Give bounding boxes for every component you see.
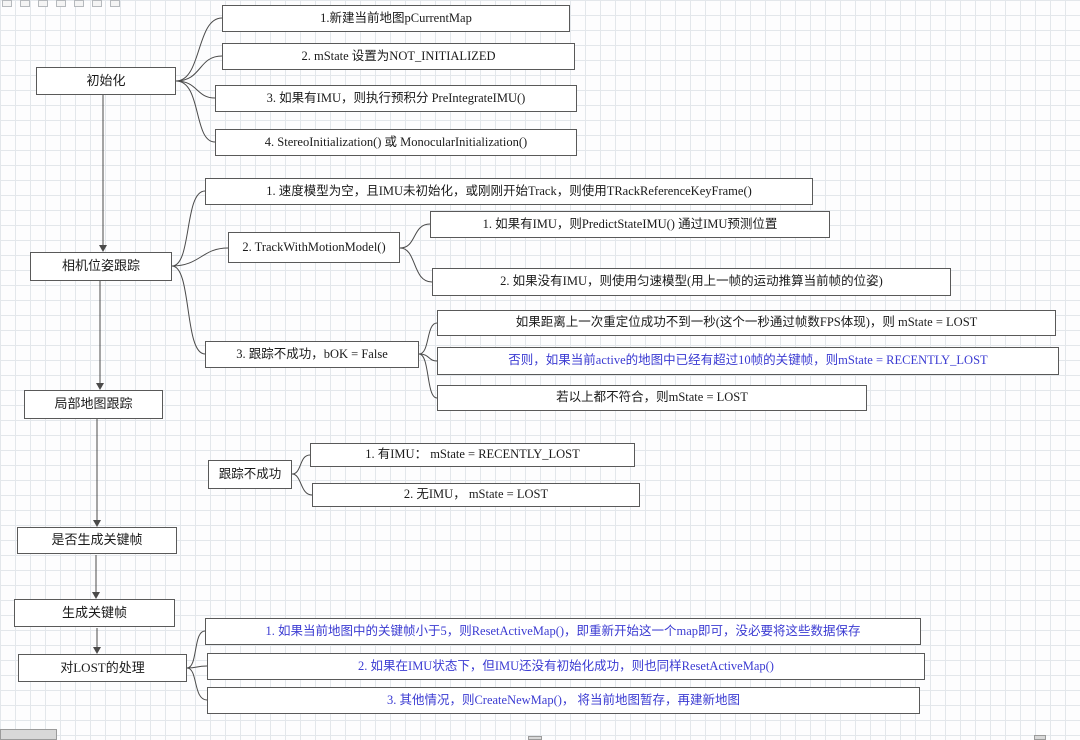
node-keyframe-generation[interactable]: 生成关键帧 [14, 599, 175, 627]
node-lost-case-create-new-map[interactable]: 3. 其他情况，则CreateNewMap()， 将当前地图暂存，再建新地图 [207, 687, 920, 714]
node-initialization[interactable]: 初始化 [36, 67, 176, 95]
node-lost-case-imu-not-init[interactable]: 2. 如果在IMU状态下，但IMU还没有初始化成功，则也同样ResetActiv… [207, 653, 925, 680]
node-lost-case-reset-active-map[interactable]: 1. 如果当前地图中的关键帧小于5，则ResetActiveMap()，即重新开… [205, 618, 921, 645]
node-track-reference-keyframe[interactable]: 1. 速度模型为空，且IMU未初始化，或刚刚开始Track，则使用TRackRe… [205, 178, 813, 205]
canvas-edge-artifact [2, 0, 12, 7]
node-init-step-1[interactable]: 1.新建当前地图pCurrentMap [222, 5, 570, 32]
canvas-edge-artifact [92, 0, 102, 7]
canvas-edge-artifact [0, 729, 57, 740]
canvas-edge-artifact [38, 0, 48, 7]
node-localmap-fail[interactable]: 跟踪不成功 [208, 460, 292, 489]
node-keyframe-decision[interactable]: 是否生成关键帧 [17, 527, 177, 554]
node-camera-pose-tracking[interactable]: 相机位姿跟踪 [30, 252, 172, 281]
node-bok-case-default-lost[interactable]: 若以上都不符合，则mState = LOST [437, 385, 867, 411]
arrowheads [92, 245, 107, 654]
node-tracking-failed-bok[interactable]: 3. 跟踪不成功，bOK = False [205, 341, 419, 368]
canvas-edge-artifact [56, 0, 66, 7]
node-lost-handling[interactable]: 对LOST的处理 [18, 654, 187, 682]
node-localmap-fail-imu[interactable]: 1. 有IMU： mState = RECENTLY_LOST [310, 443, 635, 467]
node-init-step-3[interactable]: 3. 如果有IMU，则执行预积分 PreIntegrateIMU() [215, 85, 577, 112]
canvas-edge-artifact [528, 736, 542, 740]
node-bok-case-lost[interactable]: 如果距离上一次重定位成功不到一秒(这个一秒通过帧数FPS体现)，则 mState… [437, 310, 1056, 336]
canvas-edge-artifact [20, 0, 30, 7]
node-track-with-motion-model[interactable]: 2. TrackWithMotionModel() [228, 232, 400, 263]
node-local-map-tracking[interactable]: 局部地图跟踪 [24, 390, 163, 419]
node-init-step-4[interactable]: 4. StereoInitialization() 或 MonocularIni… [215, 129, 577, 156]
canvas-edge-artifact [74, 0, 84, 7]
node-motion-model-no-imu[interactable]: 2. 如果没有IMU，则使用匀速模型(用上一帧的运动推算当前帧的位姿) [432, 268, 951, 296]
node-localmap-fail-no-imu[interactable]: 2. 无IMU， mState = LOST [312, 483, 640, 507]
node-bok-case-recently-lost[interactable]: 否则，如果当前active的地图中已经有超过10帧的关键帧，则mState = … [437, 347, 1059, 375]
node-init-step-2[interactable]: 2. mState 设置为NOT_INITIALIZED [222, 43, 575, 70]
node-motion-model-imu[interactable]: 1. 如果有IMU，则PredictStateIMU() 通过IMU预测位置 [430, 211, 830, 238]
canvas-edge-artifact [110, 0, 120, 7]
canvas-edge-artifact [1034, 735, 1046, 740]
